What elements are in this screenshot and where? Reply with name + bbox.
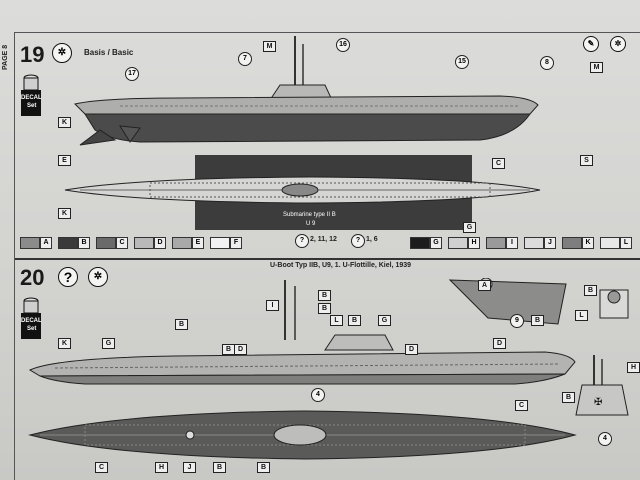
gun-detail	[599, 289, 629, 319]
glue-icon-right: ✲	[610, 36, 626, 52]
label-b-20d: B	[348, 315, 361, 326]
palette-swatch-label: E	[192, 237, 204, 249]
label-b-20h: B	[257, 462, 270, 473]
palette-swatch	[58, 237, 78, 249]
palette-swatch	[134, 237, 154, 249]
step-divider	[14, 258, 640, 260]
palette-swatch-label: C	[116, 237, 128, 249]
palette-swatch	[524, 237, 544, 249]
palette-swatch-label: L	[620, 237, 632, 249]
callout-17: 17	[125, 67, 139, 81]
palette-swatch	[448, 237, 468, 249]
label-b-20f: B	[222, 344, 235, 355]
label-e-19: E	[58, 155, 71, 166]
palette-swatch-label: K	[582, 237, 594, 249]
palette-swatch-label: F	[230, 237, 242, 249]
decal-label-20: DECAL	[21, 318, 42, 324]
submarine-top-view-20	[28, 410, 577, 460]
plate-line-2: U 9	[306, 221, 316, 227]
decal-set-label: Set	[27, 103, 37, 109]
palette-swatch	[172, 237, 192, 249]
label-d-20a: D	[234, 344, 247, 355]
palette-swatch-label: D	[154, 237, 166, 249]
left-border	[14, 32, 15, 480]
palette-swatch	[20, 237, 40, 249]
decal-set-label-20: Set	[27, 326, 37, 332]
label-c-20a: C	[515, 400, 528, 411]
step-20-number: 20	[20, 265, 45, 290]
label-m-19a: M	[263, 41, 276, 52]
label-k-19b: K	[58, 208, 71, 219]
palette-swatch	[410, 237, 430, 249]
palette-swatch-label: I	[506, 237, 518, 249]
label-d-20c: D	[493, 338, 506, 349]
palette-swatch-label: G	[430, 237, 442, 249]
decal-can-icon-20	[21, 297, 41, 339]
label-b-20g: B	[213, 462, 226, 473]
callout-7: 7	[238, 52, 252, 66]
callout-16: 16	[336, 38, 350, 52]
step-19-number: 19	[20, 42, 45, 67]
label-b-20b: B	[318, 290, 331, 301]
callout-8: 8	[540, 56, 554, 70]
palette-swatch-label: H	[468, 237, 480, 249]
callout-4a: 4	[311, 388, 325, 402]
label-h-20b: H	[627, 362, 640, 373]
ref-text-1: 2, 11, 12	[310, 236, 337, 243]
label-g-20b: G	[378, 315, 391, 326]
label-i-20: I	[266, 300, 279, 311]
help-icon: ?	[58, 267, 78, 287]
label-b-20i: B	[584, 285, 597, 296]
submarine-top-view-19	[64, 176, 541, 204]
glue-icon-20: ✲	[88, 267, 108, 287]
top-divider	[14, 32, 640, 33]
label-l-20a: L	[330, 315, 343, 326]
label-k-20: K	[58, 338, 71, 349]
decal-can-icon	[21, 74, 41, 116]
label-c-19: C	[492, 158, 505, 169]
label-g-19: G	[463, 222, 476, 233]
bow-detail-inset	[448, 278, 567, 325]
label-b-20a: B	[175, 319, 188, 330]
label-m-19b: M	[590, 62, 603, 73]
plate-line-1: Submarine type II B	[283, 212, 336, 218]
label-l-20b: L	[575, 310, 588, 321]
ref-icon-1: ?	[295, 234, 309, 248]
palette-swatch	[562, 237, 582, 249]
svg-text:✠: ✠	[594, 397, 602, 408]
palette-swatch-label: A	[40, 237, 52, 249]
palette-swatch-label: J	[544, 237, 556, 249]
label-h-20a: H	[155, 462, 168, 473]
palette-swatch	[486, 237, 506, 249]
step-19-title: Basis / Basic	[84, 48, 134, 57]
label-g-20a: G	[102, 338, 115, 349]
step-20-caption: U-Boot Typ IIB, U9, 1. U-Flottille, Kiel…	[270, 262, 412, 269]
callout-9: 9	[510, 314, 524, 328]
label-a-20: A	[478, 280, 491, 291]
label-s-19: S	[580, 155, 593, 166]
palette-swatch-label: B	[78, 237, 90, 249]
label-j-20: J	[183, 462, 196, 473]
label-b-20c: B	[318, 303, 331, 314]
glue-icon: ✲	[52, 43, 72, 63]
callout-15: 15	[455, 55, 469, 69]
ref-icon-2: ?	[351, 234, 365, 248]
label-k-19a: K	[58, 117, 71, 128]
tower-detail: ✠	[575, 355, 629, 416]
label-b-20e: B	[531, 315, 544, 326]
palette-swatch	[600, 237, 620, 249]
label-b-20j: B	[562, 392, 575, 403]
ref-text-2: 1, 6	[366, 236, 378, 243]
palette-swatch	[96, 237, 116, 249]
paint-icon: ✎	[583, 36, 599, 52]
page-number: PAGE 8	[2, 44, 9, 70]
callout-4b: 4	[598, 432, 612, 446]
label-d-20b: D	[405, 344, 418, 355]
decal-label: DECAL	[21, 95, 42, 101]
submarine-side-view-19	[74, 36, 539, 146]
submarine-side-view-20	[28, 280, 576, 385]
palette-swatch	[210, 237, 230, 249]
label-c-20b: C	[95, 462, 108, 473]
